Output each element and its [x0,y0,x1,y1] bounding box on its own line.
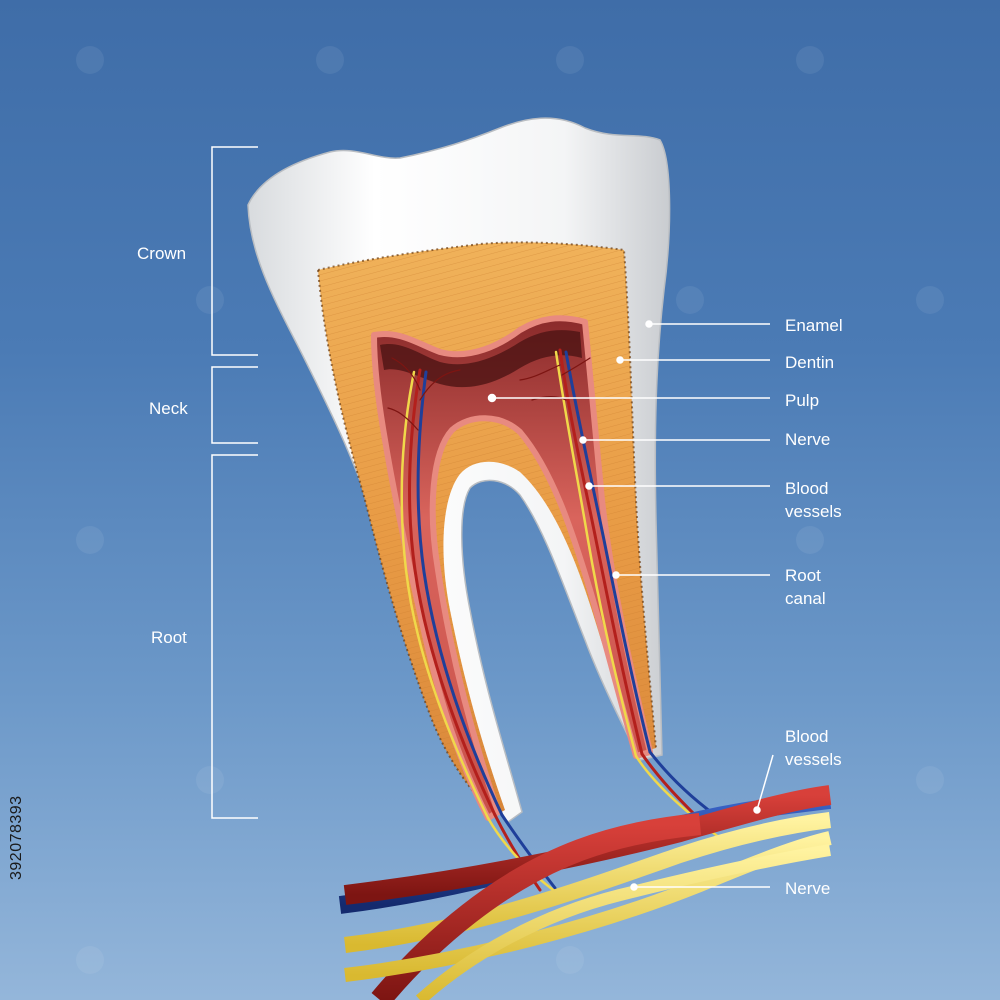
crown-label: Crown [137,244,187,263]
dentin-label: Dentin [785,353,835,372]
nerve-lower-label: Nerve [785,879,831,898]
pulp-vessels-right [519,348,652,758]
vessel-bundle [338,785,832,1000]
watermark-pattern [76,46,944,974]
nerve-label: Nerve [785,430,831,449]
leader-lines [487,320,774,891]
pulp-label: Pulp [785,391,820,410]
stock-id-text: 392078393 [8,795,25,880]
root-canal-label: Root canal [785,566,826,608]
pulp-vessels-left [387,357,504,820]
neck-label: Neck [149,399,188,418]
pulp-chamber [371,315,653,821]
root-label: Root [151,628,187,647]
blood-vessels-lower-label: Blood vessels [785,727,842,769]
blood-vessels-label: Blood vessels [785,479,842,521]
pulp-chamber-roof [380,330,582,388]
section-brackets [211,146,258,819]
enamel-label: Enamel [785,316,843,335]
